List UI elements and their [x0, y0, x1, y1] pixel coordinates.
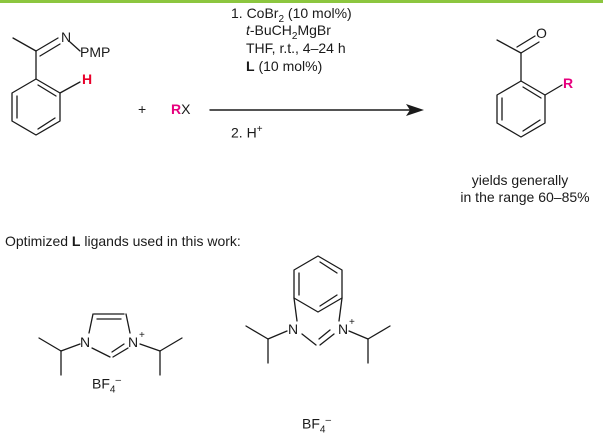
ligand1-bond-c2-n3 — [112, 347, 129, 358]
condition-catalyst-sub: 2 — [278, 13, 285, 25]
reactant-ch-bond — [59, 81, 81, 94]
product-benzene-ring — [496, 80, 546, 138]
condition-grignard-tert: t — [246, 22, 250, 38]
ligand1-n1-ipr — [60, 343, 81, 352]
ligand1-n3-ipr — [139, 343, 161, 352]
ligands-caption-l: L — [71, 233, 81, 249]
condition-solvent-time: THF, r.t., 4–24 h — [246, 40, 346, 56]
ligand1-bond-n3-c4 — [125, 313, 131, 334]
ligand2-n1-ipr — [267, 330, 288, 340]
ligand1-plus-charge: + — [139, 330, 145, 341]
ligand2-benzimidazolium-structure — [245, 255, 391, 364]
reactant-methyl-bond — [12, 37, 37, 52]
condition-grignard-sub: 2 — [291, 30, 298, 42]
ligand1-anion-base: BF — [92, 375, 110, 392]
ligand1-imidazolium-structure — [38, 313, 183, 376]
ligand1-bond-n1-c2 — [91, 347, 111, 358]
ligand2-plus-charge: + — [349, 317, 355, 328]
ligand2-n3-ipr — [348, 330, 369, 340]
condition-ligand: L (10 mol%) — [246, 57, 322, 75]
ligand2-n3-label: N — [338, 321, 349, 337]
condition-catalyst-text: 1. CoBr — [231, 5, 279, 21]
reaction-scheme — [11, 35, 563, 376]
product-inner-bond-1 — [522, 86, 542, 99]
yields-line2: in the range 60–85% — [460, 189, 590, 205]
ligand1-ipr2-me-a — [159, 337, 183, 352]
reactant-imine-structure — [11, 37, 81, 136]
ligand2-n1-label: N — [288, 321, 299, 337]
reagent-rx-label: RX — [171, 100, 190, 118]
product-methyl-bond — [496, 39, 522, 54]
ligands-caption-prefix: Optimized — [5, 233, 72, 249]
ligand2-bond-c-n3 — [338, 297, 343, 322]
ligand2-anion-sub: 4 — [319, 424, 326, 436]
ligand2-bond-c2-n3 — [319, 333, 335, 346]
yields-line1: yields generally — [471, 172, 569, 188]
condition-acid-sup: + — [256, 124, 263, 135]
plus-sign: + — [138, 101, 147, 117]
reactant-inner-bond-1 — [37, 84, 57, 97]
reactant-n-atom-label: N — [61, 29, 72, 45]
condition-step1-catalyst: 1. CoBr2 (10 mol%) — [231, 4, 352, 29]
ligand2-inner-bond-3 — [319, 294, 338, 307]
reactant-benzene-ring — [11, 78, 61, 136]
product-co-double-bond-b — [516, 35, 536, 48]
ligand2-inner-bond-1 — [319, 261, 338, 274]
ligand1-anion-sub: 4 — [109, 384, 116, 396]
ligands-caption-suffix: ligands used in this work: — [80, 233, 241, 249]
ligand1-double-bond-c2-n3 — [111, 343, 125, 353]
ligand1-ipr1-me-a — [38, 337, 62, 352]
condition-catalyst-loading: (10 mol%) — [284, 5, 352, 21]
reactant-inner-bond-2 — [37, 117, 56, 130]
product-r-label: R — [563, 75, 574, 91]
condition-ligand-l: L — [246, 58, 255, 74]
ligand2-anion-base: BF — [302, 415, 320, 432]
accent-bar — [0, 0, 603, 3]
condition-ligand-loading: (10 mol%) — [254, 58, 323, 74]
product-o-atom-label: O — [536, 25, 547, 41]
ligand2-bond-c-n1 — [293, 297, 298, 322]
ligand2-bond-n1-c2 — [301, 333, 317, 346]
ligand2-anion: BF4– — [302, 412, 331, 439]
condition-grignard-suffix: MgBr — [297, 22, 331, 38]
reactant-n-pmp-bond — [69, 41, 81, 52]
ligands-caption: Optimized L ligands used in this work: — [5, 232, 241, 250]
product-inner-bond-2 — [522, 119, 541, 132]
condition-grignard-mid: -BuCH — [249, 22, 292, 38]
product-co-double-bond-a — [520, 41, 540, 54]
ligand2-double-bond-c2-n3 — [318, 329, 331, 340]
reactant-pmp-label: PMP — [80, 44, 111, 60]
ligand1-anion-sup: – — [115, 375, 122, 386]
ligand2-ipr1-me-a — [245, 325, 269, 340]
ligand2-anion-sup: – — [325, 415, 332, 426]
ligand2-ipr2-me-a — [367, 325, 391, 340]
reactant-cn-double-bond-a — [35, 37, 59, 52]
condition-grignard: t-BuCH2MgBr — [246, 21, 331, 46]
reagent-r-label: R — [171, 101, 182, 117]
ligand1-anion: BF4– — [92, 372, 121, 399]
ligand1-n3-label: N — [128, 334, 139, 350]
product-cr-bond — [544, 84, 563, 96]
reactant-cn-double-bond-b — [39, 43, 61, 57]
condition-step2-acid: 2. H+ — [231, 121, 263, 142]
reaction-arrow-head — [406, 104, 424, 116]
ligand2-benzo-ring — [293, 255, 343, 313]
condition-acid-text: 2. H — [231, 124, 257, 141]
product-ketone-structure — [496, 35, 563, 138]
ligand1-bond-c5-n1 — [88, 313, 94, 334]
ligand1-n1-label: N — [80, 334, 91, 350]
reagent-x-label: X — [181, 101, 191, 117]
reactant-h-atom-label: H — [82, 71, 93, 87]
